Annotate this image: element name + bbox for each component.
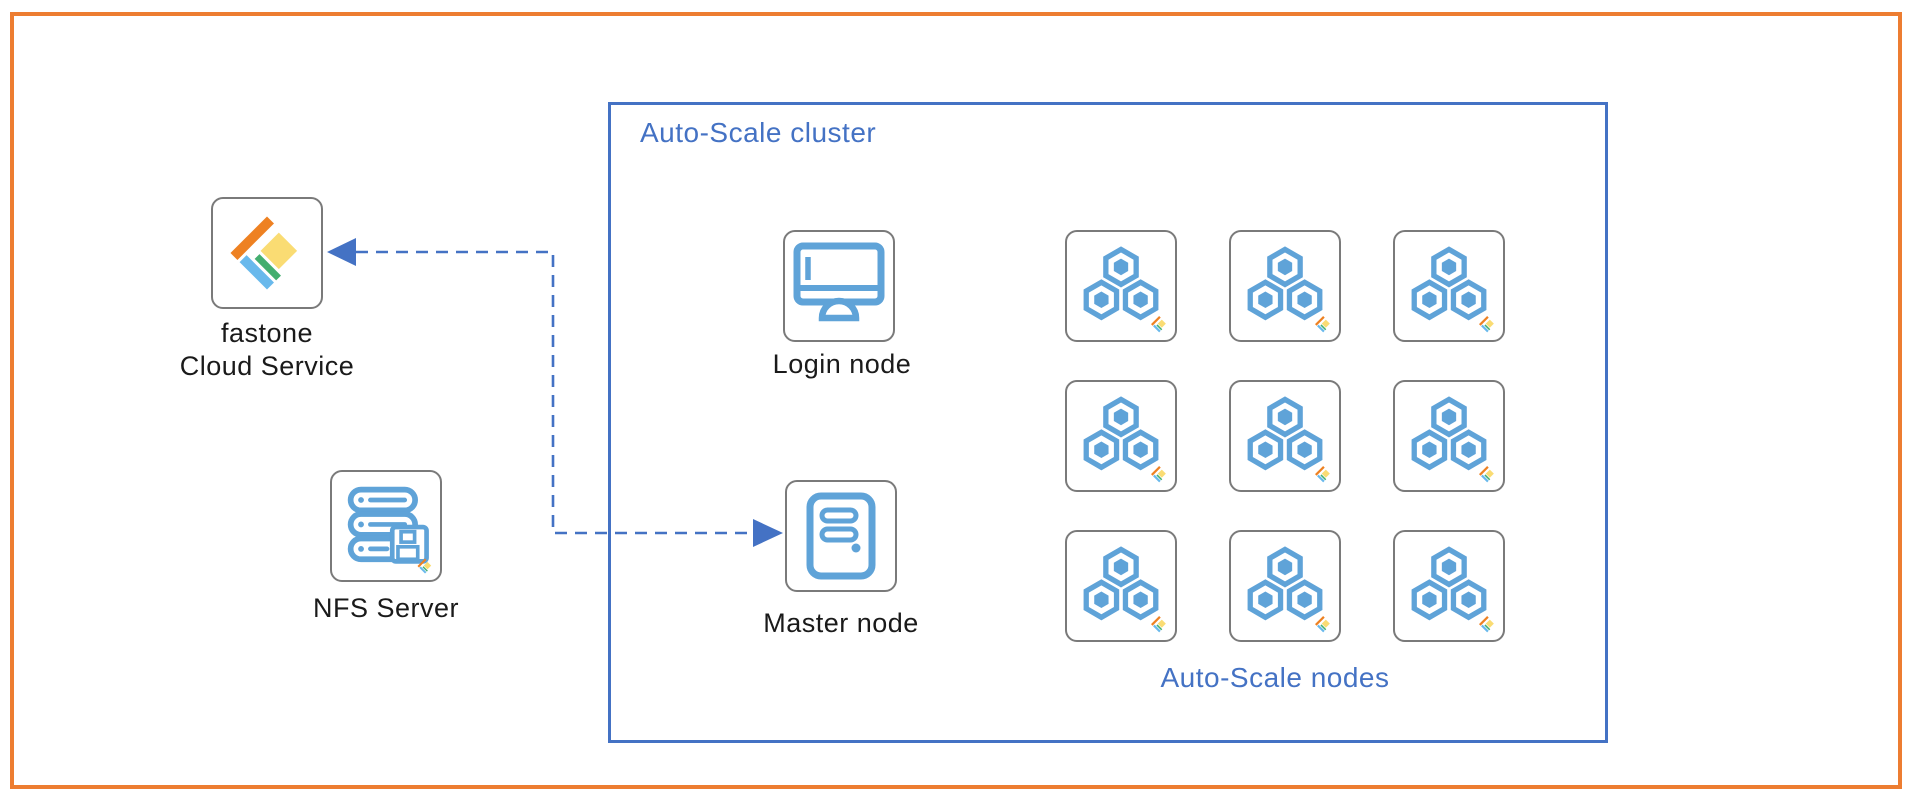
page-border bbox=[10, 12, 1902, 789]
hexagon-cluster-icon bbox=[1068, 233, 1174, 339]
hexagon-cluster-icon bbox=[1232, 383, 1338, 489]
hexagon-cluster-icon bbox=[1232, 533, 1338, 639]
cluster-title: Auto-Scale cluster bbox=[640, 117, 877, 148]
auto-scale-node-tile bbox=[1393, 530, 1505, 642]
hexagon-cluster-icon bbox=[1068, 383, 1174, 489]
auto-scale-node-tile bbox=[1065, 230, 1177, 342]
storage-server-icon bbox=[334, 474, 438, 578]
nfs-server-tile bbox=[330, 470, 442, 582]
hexagon-cluster-icon bbox=[1068, 533, 1174, 639]
auto-scale-node-tile bbox=[1229, 230, 1341, 342]
auto-scale-node-grid bbox=[1065, 230, 1505, 642]
fastone-label-line2: Cloud Service bbox=[179, 351, 355, 381]
fastone-cloud-service-tile bbox=[211, 197, 323, 309]
login-node-label: Login node bbox=[772, 349, 912, 379]
auto-scale-node-tile bbox=[1065, 380, 1177, 492]
hexagon-cluster-icon bbox=[1396, 233, 1502, 339]
fastone-label-line1: fastone bbox=[220, 318, 314, 348]
nfs-server-label: NFS Server bbox=[312, 593, 460, 623]
master-node-label: Master node bbox=[763, 608, 919, 638]
auto-scale-node-tile bbox=[1065, 530, 1177, 642]
auto-scale-node-tile bbox=[1393, 380, 1505, 492]
auto-scale-node-tile bbox=[1229, 530, 1341, 642]
tower-server-icon bbox=[791, 486, 891, 586]
fastone-label: fastone Cloud Service bbox=[117, 317, 417, 383]
login-node-tile bbox=[783, 230, 895, 342]
monitor-icon bbox=[789, 236, 889, 336]
auto-scale-cluster-box: Auto-Scale cluster bbox=[608, 102, 1608, 743]
auto-scale-node-tile bbox=[1229, 380, 1341, 492]
fastone-logo-icon bbox=[229, 215, 305, 291]
auto-scale-nodes-label: Auto-Scale nodes bbox=[1160, 662, 1390, 693]
master-node-tile bbox=[785, 480, 897, 592]
hexagon-cluster-icon bbox=[1396, 533, 1502, 639]
hexagon-cluster-icon bbox=[1232, 233, 1338, 339]
hexagon-cluster-icon bbox=[1396, 383, 1502, 489]
auto-scale-node-tile bbox=[1393, 230, 1505, 342]
